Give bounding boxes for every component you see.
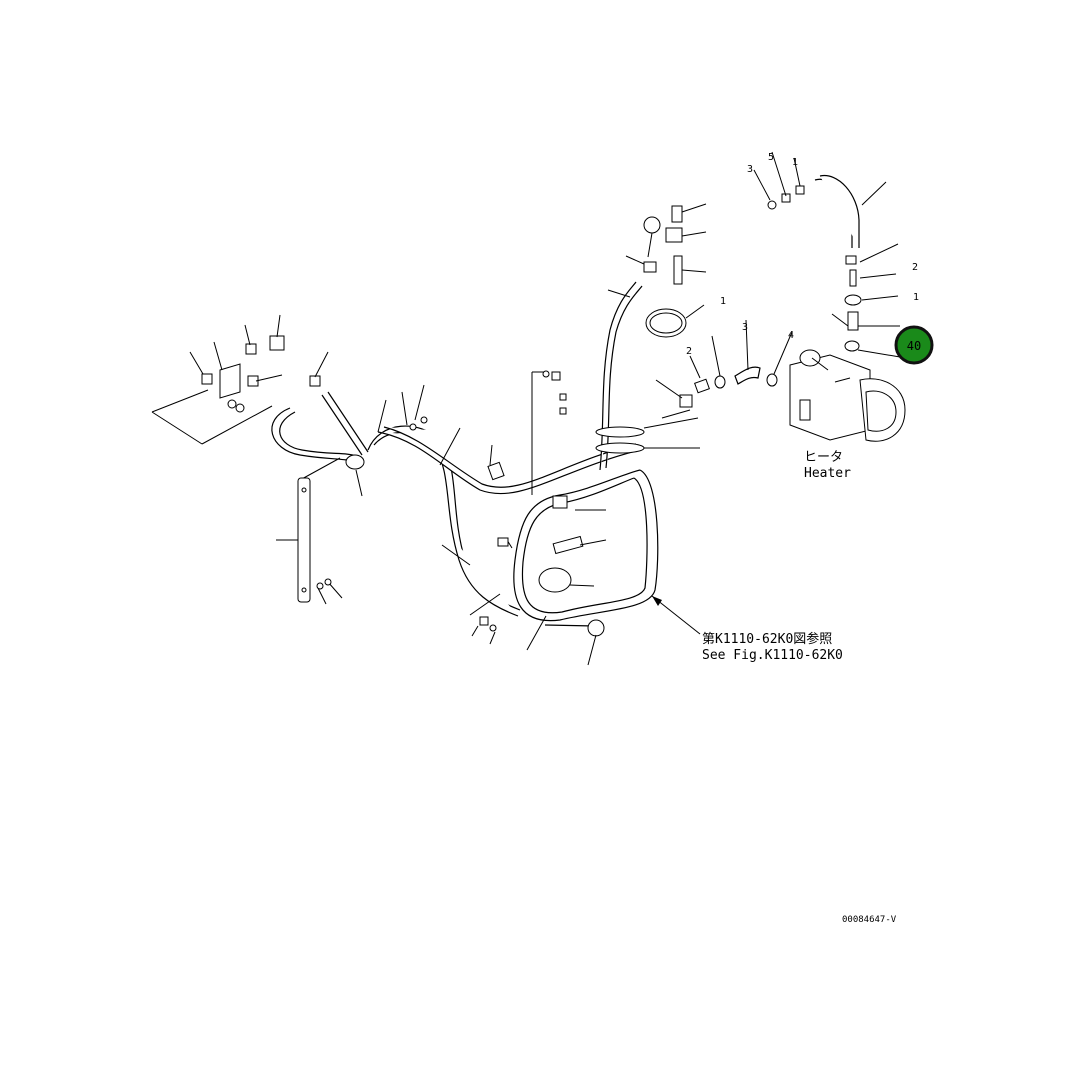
heater-label-en: Heater: [804, 466, 851, 481]
callout-number: 4: [788, 330, 794, 341]
part-40-badge[interactable]: [894, 325, 934, 365]
hose-loop: [441, 469, 701, 666]
elbow-parts: [689, 319, 793, 394]
part-40-number: 40: [907, 339, 921, 353]
reference-text-jp: 第K1110-62K0図参照: [702, 631, 832, 647]
figure-id: 00084647-V: [842, 915, 897, 925]
callout-number: 2: [912, 262, 918, 273]
callout-number: 3: [747, 164, 753, 175]
callout-number: 3: [742, 322, 748, 333]
callout-number: 5: [768, 152, 774, 163]
support-bar: [276, 477, 343, 605]
riser-hose: [531, 281, 700, 495]
heater-label-jp: ヒータ: [804, 450, 843, 465]
top-fittings: [625, 203, 707, 338]
upper-right-pipe: [753, 151, 901, 358]
reference-text-en: See Fig.K1110-62K0: [702, 648, 843, 663]
part-40-marker[interactable]: 40: [894, 325, 934, 365]
callout-number: 1: [792, 157, 798, 168]
callout-number: 1: [720, 296, 726, 307]
callout-number: 1: [913, 292, 919, 303]
heater-unit: [789, 349, 906, 442]
heater-hoses: [271, 384, 641, 617]
reference-note: 第K1110-62K0図参照 See Fig.K1110-62K0: [702, 631, 843, 663]
heater-label: ヒータ Heater: [804, 450, 851, 481]
left-valve-cluster: [151, 314, 329, 445]
callout-number: 2: [686, 346, 692, 357]
callout-numbers: 3 5 1 2 1 1 2 3 4: [686, 152, 919, 357]
